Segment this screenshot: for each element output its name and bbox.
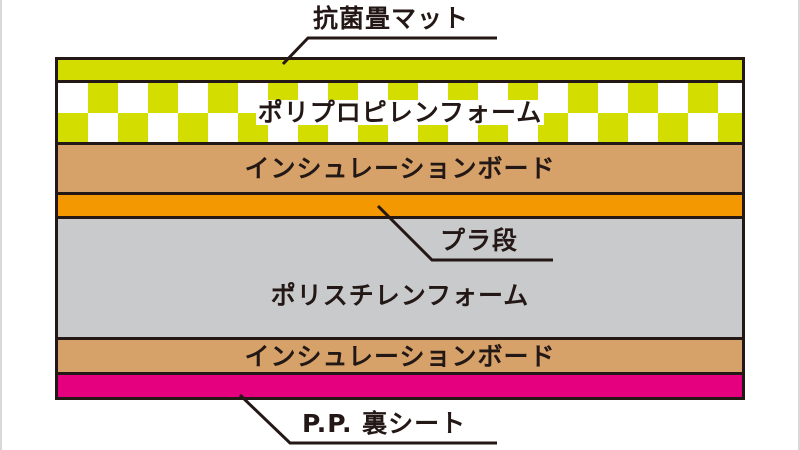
layer-antibacterial-mat: [58, 60, 742, 80]
layer-label-insulation-board-upper: インシュレーションボード: [244, 154, 556, 183]
layer-label-polystyrene-foam: ポリスチレンフォーム: [270, 280, 530, 310]
layer-stack: ポリプロピレンフォーム インシュレーションボード ポリスチレンフォーム インシュ…: [55, 57, 745, 400]
callout-antibacterial-mat: 抗菌畳マット: [313, 4, 470, 33]
frame-left-line: [0, 0, 2, 450]
layer-label-polypropylene-foam: ポリプロピレンフォーム: [255, 98, 545, 127]
layer-insulation-board-lower: インシュレーションボード: [58, 340, 742, 372]
callout-pp-back-sheet: P.P. 裏シート: [302, 409, 467, 438]
layer-insulation-board-upper: インシュレーションボード: [58, 145, 742, 192]
layer-label-insulation-board-lower: インシュレーションボード: [244, 341, 556, 371]
layer-plastic-cardboard: [58, 195, 742, 216]
callout-plastic-cardboard: プラ段: [440, 226, 519, 255]
layer-polystyrene-foam: ポリスチレンフォーム: [58, 219, 742, 337]
frame-right-line: [798, 0, 800, 450]
layer-pp-back-sheet: [58, 375, 742, 397]
layer-polypropylene-foam: ポリプロピレンフォーム: [58, 83, 742, 142]
